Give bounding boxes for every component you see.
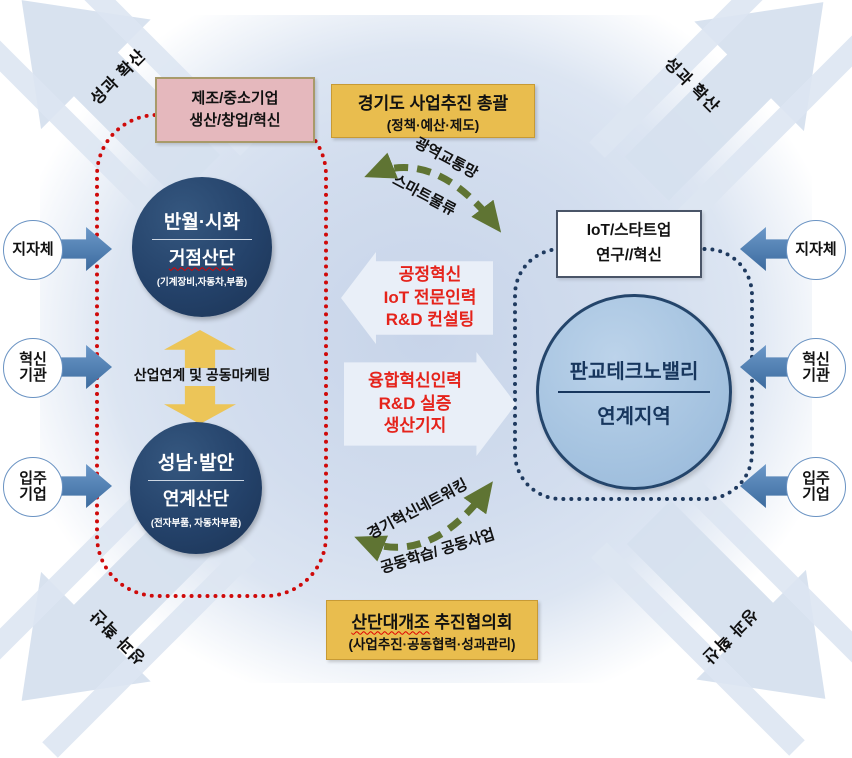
manufacturing-role-line1: 제조/중소기업 <box>191 89 279 107</box>
left-municipality-bubble: 지자체 <box>3 220 63 280</box>
hub-circle-industries: (기계장비,자동차,부품) <box>156 276 248 288</box>
linked-circle-name: 성남·발안 <box>157 452 235 474</box>
banwol-sihwa-hub-circle: 반월·시화 거점산단 (기계장비,자동차,부품) <box>132 177 272 317</box>
pangyo-circle-name: 판교테크노밸리 <box>569 361 699 384</box>
support-arrow-right-line2: R&D 실증 <box>378 393 452 413</box>
support-arrow-right-line1: 융합혁신인력 <box>368 370 462 390</box>
left-innovation-agency-label-line2: 기관 <box>19 367 47 384</box>
province-governance-subtitle: (정책·예산·제도) <box>386 117 480 133</box>
pangyo-circle-role: 연계지역 <box>597 405 671 428</box>
support-arrow-left-line3: R&D 컨설팅 <box>385 310 475 330</box>
iot-startup-role-box: IoT/스타트업 연구//혁신 <box>556 210 702 278</box>
right-innovation-agency-bubble: 혁신 기관 <box>786 338 846 398</box>
right-tenant-company-bubble: 입주 기업 <box>786 457 846 517</box>
right-tenant-company-label-line1: 입주 <box>802 469 830 487</box>
province-governance-box: 경기도 사업추진 총괄 (정책·예산·제도) <box>331 84 535 138</box>
support-arrow-right-line3: 생산기지 <box>383 416 447 436</box>
left-municipality-label: 지자체 <box>12 240 54 258</box>
right-innovation-agency-label-line2: 기관 <box>802 367 830 384</box>
manufacturing-role-line2: 생산/창업/혁신 <box>189 112 281 129</box>
iot-box-line1: IoT/스타트업 <box>586 222 672 240</box>
industry-link-label: 산업연계 및 공동마케팅 <box>133 367 271 383</box>
right-municipality-label: 지자체 <box>795 240 837 258</box>
iot-box-line2: 연구//혁신 <box>596 247 662 264</box>
left-innovation-agency-label-line1: 혁신 <box>19 350 47 368</box>
council-box-title-word1: 산단대개조 <box>351 612 430 632</box>
hub-circle-divider <box>151 238 253 240</box>
right-municipality-bubble: 지자체 <box>786 220 846 280</box>
council-box: 산단대개조 추진협의회 (사업추진·공동협력·성과관리) <box>326 600 538 660</box>
province-governance-title: 경기도 사업추진 총괄 <box>357 93 509 113</box>
hub-circle-name: 반월·시화 <box>163 211 241 233</box>
seongnam-balan-linked-circle: 성남·발안 연계산단 (전자부품, 자동차부품) <box>130 422 262 554</box>
left-innovation-agency-bubble: 혁신 기관 <box>3 338 63 398</box>
council-box-title: 산단대개조 추진협의회 <box>351 608 512 633</box>
support-arrow-to-right: 융합혁신인력 R&D 실증 생산기지 <box>344 352 516 456</box>
support-arrow-left-line1: 공정혁신 <box>398 264 462 284</box>
council-box-title-word2: 추진협의회 <box>434 612 513 632</box>
council-box-subtitle: (사업추진·공동협력·성과관리) <box>348 636 516 652</box>
pangyo-circle-divider <box>558 391 710 393</box>
right-tenant-company-label-line2: 기업 <box>802 486 830 503</box>
left-tenant-company-label-line2: 기업 <box>19 486 47 503</box>
left-tenant-company-label-line1: 입주 <box>19 469 47 487</box>
linked-circle-role: 연계산단 <box>162 488 230 509</box>
left-tenant-company-bubble: 입주 기업 <box>3 457 63 517</box>
linked-circle-industries: (전자부품, 자동차부품) <box>150 517 242 529</box>
hub-circle-role: 거점산단 <box>168 247 236 268</box>
manufacturing-role-box: 제조/중소기업 생산/창업/혁신 <box>155 77 315 143</box>
linked-circle-divider <box>148 479 244 481</box>
support-arrow-left-line2: IoT 전문인력 <box>383 287 477 307</box>
right-innovation-agency-label-line1: 혁신 <box>802 350 830 368</box>
support-arrow-to-left: 공정혁신 IoT 전문인력 R&D 컨설팅 <box>341 252 493 344</box>
pangyo-technovalley-circle: 판교테크노밸리 연계지역 <box>536 294 732 490</box>
